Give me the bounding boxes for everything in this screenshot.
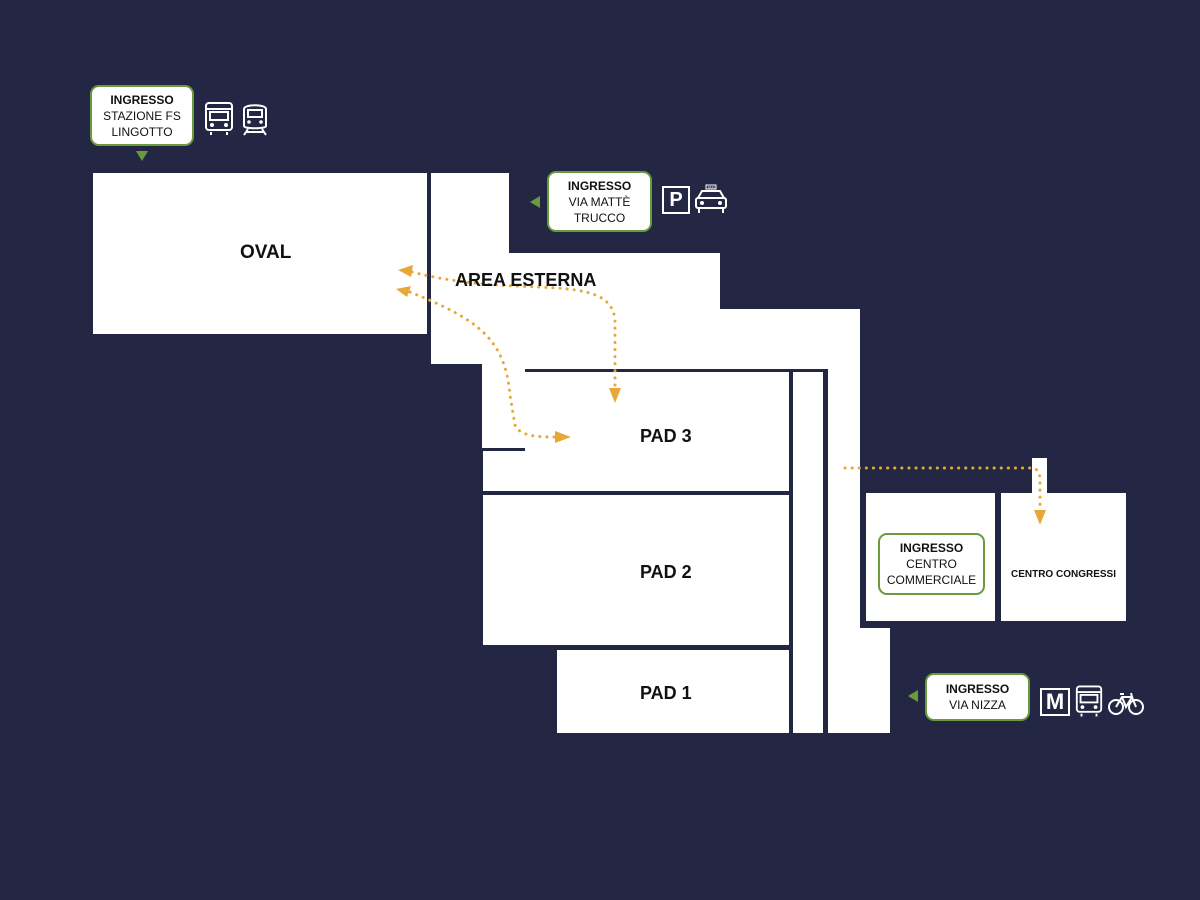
bus-icon [1075, 685, 1103, 717]
metro-icon: M [1040, 688, 1070, 716]
arrow-to-oval-lower [396, 286, 411, 297]
entrance-matte-trucco-line2: TRUCCO [573, 210, 626, 225]
oval-label: OVAL [240, 242, 292, 263]
arrow-to-pad3-side [555, 431, 571, 443]
entrance-centro-commerciale-line1: CENTRO [906, 557, 957, 571]
parking-icon: P [662, 186, 690, 214]
pad3-label: PAD 3 [640, 426, 692, 446]
entrance-nizza-badge[interactable]: INGRESSO VIA NIZZA [925, 673, 1030, 721]
arrow-to-oval-upper [398, 265, 413, 277]
walking-paths [408, 270, 1042, 512]
entrance-stazione-marker [136, 151, 148, 161]
outer-corridor [828, 490, 860, 733]
path-arrowheads [396, 265, 1046, 525]
outer-corridor-lower [860, 628, 890, 733]
entrance-matte-trucco-title: INGRESSO [567, 178, 632, 193]
pad2-building[interactable] [483, 495, 789, 645]
entrance-centro-commerciale-line2: COMMERCIALE [886, 573, 977, 587]
entrance-centro-commerciale-badge[interactable]: INGRESSO CENTRO COMMERCIALE [878, 533, 985, 595]
entrance-nizza-line1: VIA NIZZA [949, 698, 1006, 712]
train-icon [243, 104, 267, 136]
centro-congressi-label: CENTRO CONGRESSI [1010, 569, 1116, 580]
arrow-to-pad3-top [609, 388, 621, 403]
oval-building[interactable] [93, 173, 427, 334]
pad3-lobby [483, 451, 543, 491]
entrance-stazione-line1: STAZIONE FS [103, 108, 181, 123]
entrance-centro-commerciale-title: INGRESSO [899, 541, 964, 555]
area-esterna-building[interactable] [431, 173, 860, 490]
bus-icon [205, 102, 233, 135]
inner-corridor [793, 372, 823, 733]
entrance-stazione-badge[interactable]: INGRESSO STAZIONE FS LINGOTTO [90, 85, 194, 146]
path-oval-pad3-side [408, 290, 559, 439]
arrow-to-centro-congressi [1034, 510, 1046, 525]
centro-congressi-building[interactable] [1001, 493, 1126, 621]
pad2-label: PAD 2 [640, 562, 692, 582]
entrance-nizza-marker [908, 690, 918, 702]
entrance-stazione-title: INGRESSO [110, 92, 174, 107]
pad1-building[interactable] [557, 650, 789, 733]
pad3-building[interactable] [525, 372, 789, 491]
bicycle-icon [1108, 692, 1144, 715]
entrance-matte-trucco-badge[interactable]: INGRESSO VIA MATTÈ TRUCCO [547, 171, 652, 232]
entrance-nizza-title: INGRESSO [945, 682, 1010, 696]
path-to-centro-congressi [843, 466, 1042, 512]
path-oval-pad3-entrance [410, 270, 617, 387]
entrance-matte-trucco-line1: VIA MATTÈ [568, 194, 631, 209]
pad1-label: PAD 1 [640, 683, 692, 703]
taxi-icon-text: TAXI [707, 186, 715, 190]
entrance-matte-trucco-marker [530, 196, 540, 208]
area-esterna-label: AREA ESTERNA [455, 270, 597, 290]
entrance-stazione-line2: LINGOTTO [111, 124, 173, 139]
taxi-icon: TAXI [695, 184, 727, 213]
